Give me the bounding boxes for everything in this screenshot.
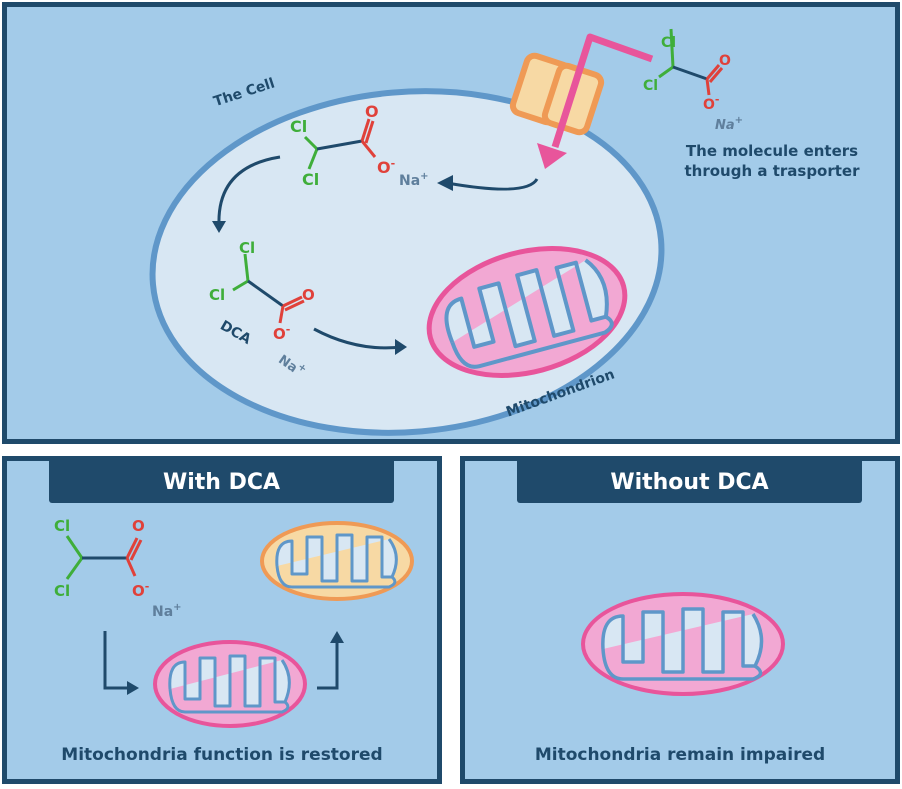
chlorine-atom: Cl [209, 286, 225, 304]
flow-arrow-icon [103, 631, 344, 695]
dca-molecule-inside: Cl Cl O O- Na+ [290, 102, 429, 189]
oxygen-atom: O [302, 286, 315, 304]
mitochondrion-impaired-icon [581, 592, 785, 696]
cell-overview-panel: The Cell Cl Cl O O- Na+ The molecule ent… [2, 2, 900, 444]
oxygen-ion: O- [703, 93, 719, 113]
chlorine-atom: Cl [643, 78, 658, 94]
chlorine-atom: Cl [54, 517, 70, 535]
arrow-head-icon [212, 221, 226, 233]
flow-arrow-icon [217, 155, 539, 350]
panel-title: Without DCA [517, 461, 862, 503]
dca-molecule: Cl Cl O O- Na+ [54, 517, 182, 620]
chlorine-atom: Cl [239, 239, 255, 257]
transporter-caption-line1: The molecule enters [686, 142, 858, 160]
cell-diagram: The Cell Cl Cl O O- Na+ The molecule ent… [149, 28, 860, 436]
mitochondrion-restored-icon [260, 521, 414, 601]
oxygen-atom: O [365, 102, 379, 121]
sodium-ion: Na+ [152, 602, 182, 620]
chlorine-atom: Cl [290, 117, 307, 136]
with-dca-panel: With DCA Cl Cl O O- Na+ [2, 456, 442, 784]
dca-molecule-outside: Cl Cl O O- Na+ [643, 28, 743, 133]
panel-caption: Mitochondria function is restored [61, 745, 383, 765]
mitochondrion-impaired-icon [426, 246, 628, 378]
chlorine-atom: Cl [661, 35, 676, 51]
arrow-head-icon [395, 339, 407, 355]
oxygen-ion: O- [132, 580, 149, 600]
with-dca-diagram: Cl Cl O O- Na+ [54, 517, 414, 728]
oxygen-atom: O [132, 517, 145, 535]
chlorine-atom: Cl [302, 170, 319, 189]
transporter-caption-line2: through a trasporter [684, 162, 860, 180]
without-dca-panel: Without DCA Mitochondria remain impaired [460, 456, 900, 784]
panel-title: With DCA [49, 461, 394, 503]
entry-arrow-icon [537, 33, 654, 169]
mitochondrion-impaired-icon [153, 640, 307, 728]
arrow-head-icon [437, 175, 453, 191]
cell-label: The Cell [212, 75, 277, 110]
chlorine-atom: Cl [54, 582, 70, 600]
sodium-ion: Na+ [715, 115, 743, 133]
panel-caption: Mitochondria remain impaired [534, 745, 826, 765]
without-dca-diagram [581, 592, 785, 696]
oxygen-atom: O [719, 53, 731, 69]
